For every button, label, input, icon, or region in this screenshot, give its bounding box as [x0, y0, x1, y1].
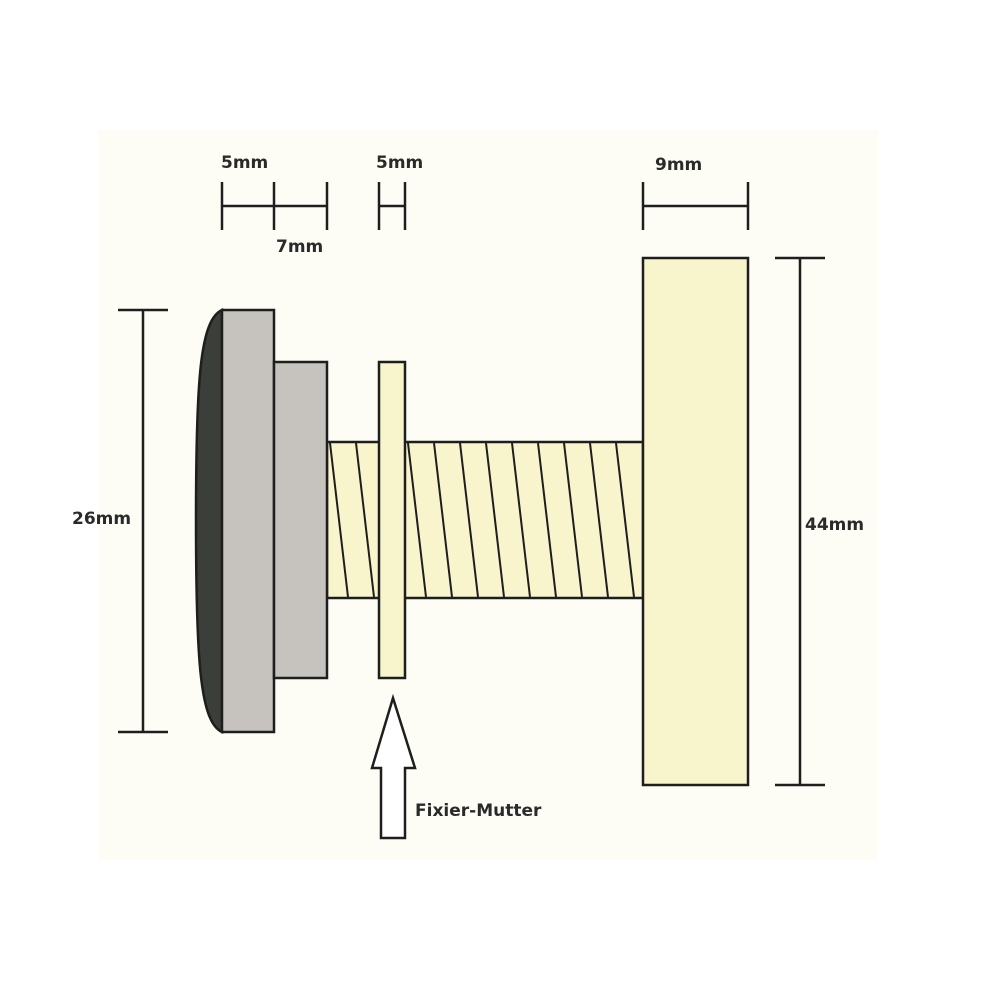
thread-line	[329, 442, 349, 598]
thread-line	[511, 442, 531, 598]
thread-line	[563, 442, 583, 598]
fixing-nut	[377, 360, 407, 680]
arrow-up-icon	[370, 693, 417, 840]
label-plate-height: 44mm	[805, 515, 864, 535]
thread-line	[433, 442, 453, 598]
threaded-shaft	[325, 440, 645, 600]
label-cap-width: 5mm	[221, 153, 268, 173]
cap-dome	[194, 308, 224, 734]
cap-body	[220, 308, 276, 734]
label-cap-height: 26mm	[72, 509, 131, 529]
dimension-plate-width	[641, 182, 750, 230]
thread-line	[485, 442, 505, 598]
cap-step	[272, 360, 329, 680]
label-nut-width: 5mm	[376, 153, 423, 173]
dimension-cap-step	[220, 182, 329, 230]
thread-line	[355, 442, 375, 598]
dimension-cap-height	[118, 308, 168, 734]
thread-line	[589, 442, 609, 598]
dimension-nut	[377, 182, 407, 230]
dimension-plate-height	[775, 256, 825, 787]
label-nut-callout: Fixier-Mutter	[415, 801, 542, 821]
label-step-width: 7mm	[276, 237, 323, 257]
thread-line	[537, 442, 557, 598]
thread-line	[615, 442, 635, 598]
wall-plate	[641, 256, 750, 787]
thread-line	[459, 442, 479, 598]
label-plate-width: 9mm	[655, 155, 702, 175]
thread-line	[407, 442, 427, 598]
